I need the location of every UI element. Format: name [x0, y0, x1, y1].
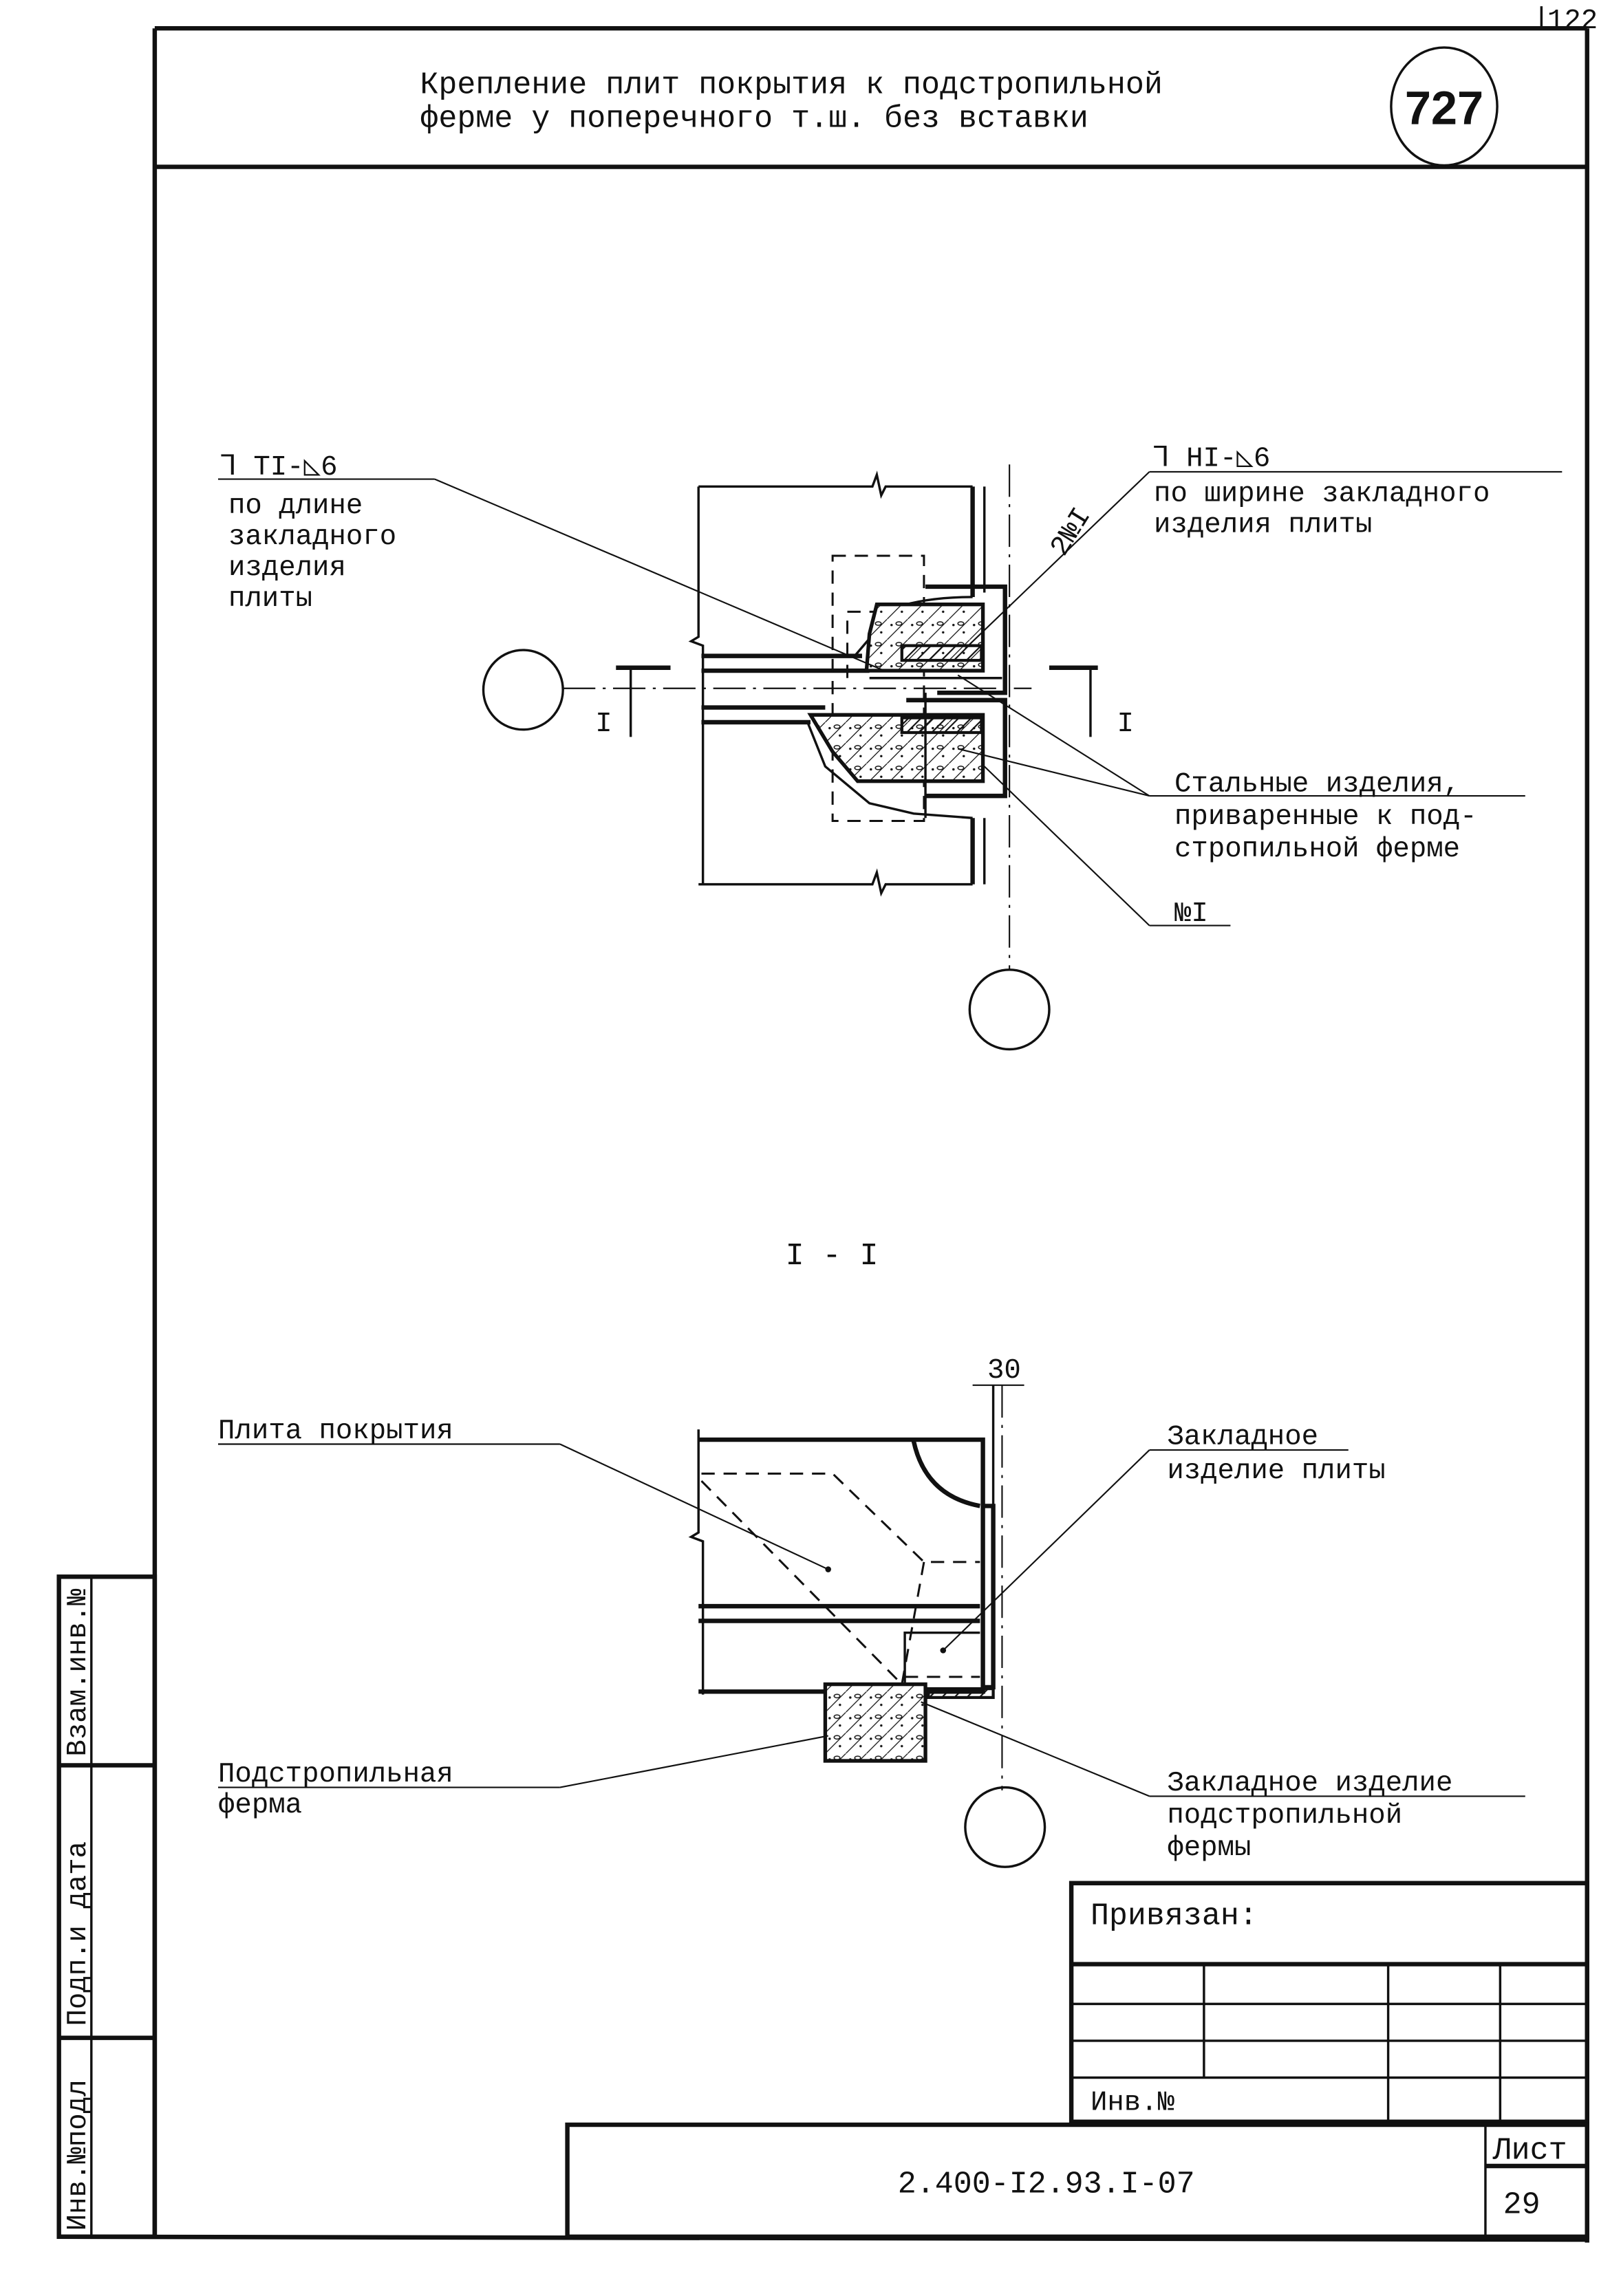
- steel-parts-callout: Стальные изделия, приваренные к под- стр…: [957, 674, 1525, 930]
- section-view: 30: [688, 1355, 1046, 1868]
- orig-inv-label: Инв.№подл: [63, 2079, 94, 2231]
- truss-embed-label: подстропильной: [1167, 1800, 1402, 1832]
- title-stamp: 2.400-I2.93.I-07 Лист 29: [565, 2122, 1589, 2240]
- sheet-number: 29: [1503, 2188, 1541, 2223]
- sheet-label: Лист: [1492, 2133, 1567, 2168]
- corner-number-text: 122: [1547, 6, 1598, 37]
- dimension-30: 30: [987, 1355, 1021, 1387]
- section-mark-right-label: I: [1117, 708, 1133, 740]
- replaced-inv-label: Взам.инв.№: [63, 1588, 94, 1756]
- sheet-frame: [58, 26, 1589, 2243]
- weld-left-text: плиты: [228, 583, 312, 615]
- truss-label: Подстропильная: [218, 1759, 453, 1790]
- slab-top-edge: [698, 470, 973, 499]
- weld-right-text: изделия плиты: [1154, 510, 1372, 541]
- truss-label: ферма: [218, 1790, 302, 1821]
- steel-parts-text: стропильной ферме: [1174, 834, 1460, 865]
- slab-label: Плита покрытия: [218, 1416, 453, 1447]
- plan-view: I I 2№I: [482, 464, 1134, 1051]
- side-strip: Взам.инв.№ Подп.и дата Инв.№подл: [56, 1574, 158, 2240]
- title-block: Крепление плит покрытия к подстропильной…: [420, 46, 1499, 167]
- axis-bubble-left: [482, 649, 564, 731]
- part-count-label: 2№I: [1044, 503, 1098, 562]
- steel-parts-text: Стальные изделия,: [1174, 769, 1460, 801]
- weld-left-symbol: ⅂ TI-◺6: [221, 452, 337, 484]
- section-title: I - I: [786, 1239, 879, 1274]
- weld-right-callout: ⅂ HI-◺6 по ширине закладного изделия пли…: [965, 443, 1563, 649]
- weld-left-text: по длине: [228, 490, 363, 522]
- slab-embed-label: изделие плиты: [1167, 1455, 1385, 1487]
- section-mark-left-label: I: [595, 708, 612, 740]
- weld-left-callout: ⅂ TI-◺6 по длине закладного изделия плит…: [217, 452, 885, 672]
- inv-label: Инв.№: [1091, 2088, 1174, 2119]
- document-code: 2.400-I2.93.I-07: [898, 2167, 1195, 2202]
- binding-stamp: Привязан: Инв.№: [1069, 1881, 1589, 2124]
- weld-right-symbol: ⅂ HI-◺6: [1154, 443, 1270, 475]
- bound-label: Привязан:: [1091, 1899, 1258, 1934]
- weld-left-text: закладного: [228, 521, 396, 553]
- slab-section-outline: [698, 1437, 985, 1694]
- title-line-1: Крепление плит покрытия к подстропильной: [420, 67, 1162, 102]
- axis-bubble-section: [964, 1786, 1046, 1868]
- section-labels: Плита покрытия Закладное изделие плиты П…: [217, 1416, 1525, 1864]
- steel-parts-text: приваренные к под-: [1174, 801, 1477, 833]
- title-line-2: ферме у поперечного т.ш. без вставки: [420, 102, 1088, 137]
- weld-right-text: по ширине закладного: [1154, 479, 1490, 510]
- axis-bubble-bottom: [968, 968, 1051, 1051]
- truss-embed-label: Закладное изделие: [1167, 1768, 1452, 1799]
- node-number: 727: [1405, 81, 1483, 134]
- weld-left-text: изделия: [228, 552, 346, 584]
- truss-section: [823, 1682, 927, 1763]
- slab-embed-label: Закладное: [1167, 1422, 1318, 1453]
- node-number-circle: [1390, 46, 1499, 167]
- truss-embed-label: фермы: [1167, 1832, 1251, 1864]
- slab-left-edge: [688, 486, 705, 885]
- sign-date-label: Подп.и дата: [63, 1841, 94, 2026]
- part-mark-label: №I: [1174, 898, 1208, 930]
